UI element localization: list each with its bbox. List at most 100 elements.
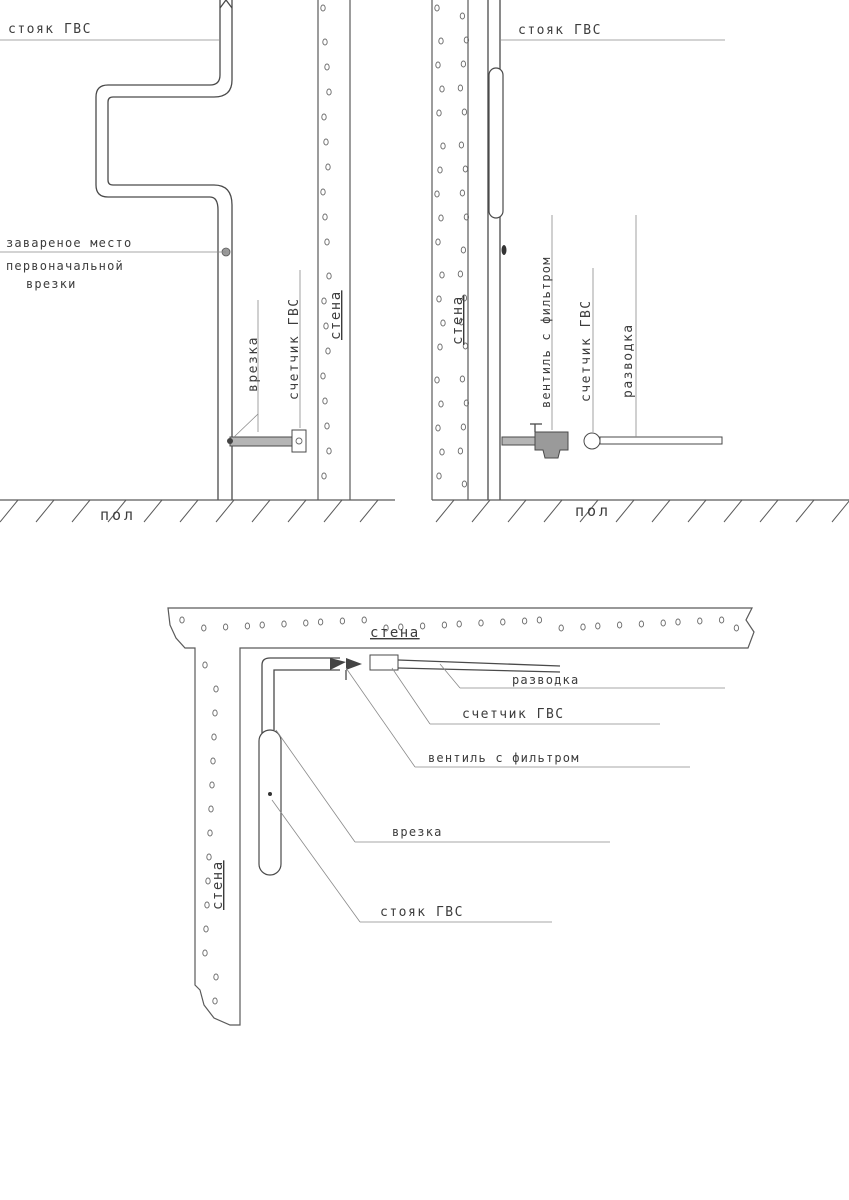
wall-texture-dot (207, 829, 213, 837)
floor-hatch-line (507, 499, 527, 523)
wall-texture-dot (436, 109, 442, 117)
wall-texture-dot (456, 620, 462, 628)
wall-texture-dot (441, 621, 448, 629)
wall-texture-dot (244, 622, 251, 630)
wall-texture-dot (201, 624, 207, 632)
wall-top-3: стена стена (167, 607, 755, 1026)
wall-texture-dot (439, 448, 445, 456)
floor-hatch-line (651, 499, 671, 523)
wall-texture-dot (209, 781, 215, 789)
riser-plan-3 (258, 654, 561, 876)
floor-hatch-line (287, 499, 307, 523)
wall-texture-dot (460, 246, 467, 254)
wall-texture-dot (303, 619, 309, 627)
wall-texture-dot (733, 624, 740, 632)
wall-texture-dot (213, 685, 219, 693)
riser-label: стояк ГВС (380, 905, 464, 920)
wall-texture-dot (202, 949, 208, 957)
wall-texture-dot (212, 997, 218, 1005)
distribution-pipe (599, 436, 723, 445)
wall-texture-dot (320, 188, 326, 196)
wall-texture-dot (457, 447, 464, 455)
floor-hatch-line (71, 499, 91, 523)
wall-texture-dot (458, 141, 465, 149)
wall-texture-dot (434, 4, 440, 12)
riser-label: стояк ГВС (8, 22, 92, 37)
floor-hatch-line (251, 499, 271, 523)
floor-hatch-line (35, 499, 55, 523)
wall-texture-dot (437, 343, 443, 351)
wall-texture-dot (439, 85, 445, 93)
view-side-right: стена стояк ГВС вентиль с фильтром счетч… (431, 0, 849, 523)
wall-texture-dot (213, 973, 219, 981)
wall-texture-dot (325, 347, 331, 355)
wall-texture-dot (638, 620, 645, 628)
wall-texture-dot (398, 623, 404, 631)
wall-texture-dot (321, 113, 327, 121)
wall-texture-dot (436, 472, 442, 480)
wall-texture-dot (326, 447, 332, 455)
wall-texture-dot (419, 622, 426, 630)
floor-label: пол (100, 506, 136, 524)
wall-texture-dot (461, 294, 468, 302)
wall-texture-dot (434, 190, 440, 198)
floor-1: пол (0, 499, 395, 524)
wall-texture (320, 4, 332, 480)
weld-label-line1: заварeное место (6, 236, 132, 250)
wall-texture-dot (435, 238, 441, 246)
wall-texture-dot (595, 622, 601, 630)
wall-texture-dot (460, 60, 467, 68)
wall-texture-dot (317, 618, 324, 626)
distribution-label: разводка (512, 673, 579, 687)
wall-texture-dot (478, 619, 484, 627)
wall-texture-dot (208, 805, 214, 813)
distribution-label: разводка (621, 323, 636, 398)
wall-texture-dot (718, 616, 725, 624)
floor-hatch-line (759, 499, 779, 523)
wall-texture-dot (521, 617, 528, 625)
floor-hatch-line (215, 499, 235, 523)
wall-texture-dot (457, 270, 464, 278)
wall-texture-dot (697, 617, 703, 625)
floor-hatch-line (723, 499, 743, 523)
wall-texture-dot (437, 166, 443, 174)
meter-label: счетчик ГВС (287, 297, 302, 400)
wall-texture-dot (211, 733, 217, 741)
tap-label: врезка (246, 336, 261, 392)
wall-section-2: стена (431, 0, 470, 500)
wall-texture-dot (321, 472, 327, 480)
riser-label: стояк ГВС (518, 23, 602, 38)
wall-texture-dot (580, 623, 586, 631)
wall-texture-dot (361, 616, 367, 624)
wall-texture-dot (463, 36, 470, 44)
wall-texture-dot (616, 621, 623, 629)
branch-2 (501, 423, 723, 459)
wall-left-label: стена (210, 860, 226, 910)
wall-texture-dot (438, 400, 444, 408)
wall-texture-dot (281, 620, 287, 628)
wall-label: стена (450, 295, 466, 345)
meter-icon (291, 429, 307, 453)
wall-texture-dot (439, 271, 445, 279)
riser-pipe-2 (487, 0, 507, 500)
floor-hatch-line (471, 499, 491, 523)
wall-label: стена (328, 290, 344, 340)
wall-texture-dot (322, 397, 328, 405)
weld-label-line2: первоначальной (6, 259, 124, 273)
floor-hatch-line (323, 499, 343, 523)
riser-pipe-1 (95, 0, 233, 500)
floor-hatch-line (615, 499, 635, 523)
wall-texture-dot (675, 618, 681, 626)
wall-texture-dot (460, 423, 467, 431)
wall-texture-dot (323, 322, 329, 330)
tap-branch-1 (227, 429, 307, 453)
wall-texture-dot (203, 925, 209, 933)
wall-texture-dot (462, 165, 469, 173)
wall-section-1: стена (317, 0, 351, 500)
weld-label-line3: врезки (26, 277, 77, 291)
floor-hatch-line (359, 499, 379, 523)
floor-hatch-line (143, 499, 163, 523)
wall-texture-dot (322, 38, 328, 46)
floor-hatch-line (687, 499, 707, 523)
wall-texture-dot (558, 624, 564, 632)
